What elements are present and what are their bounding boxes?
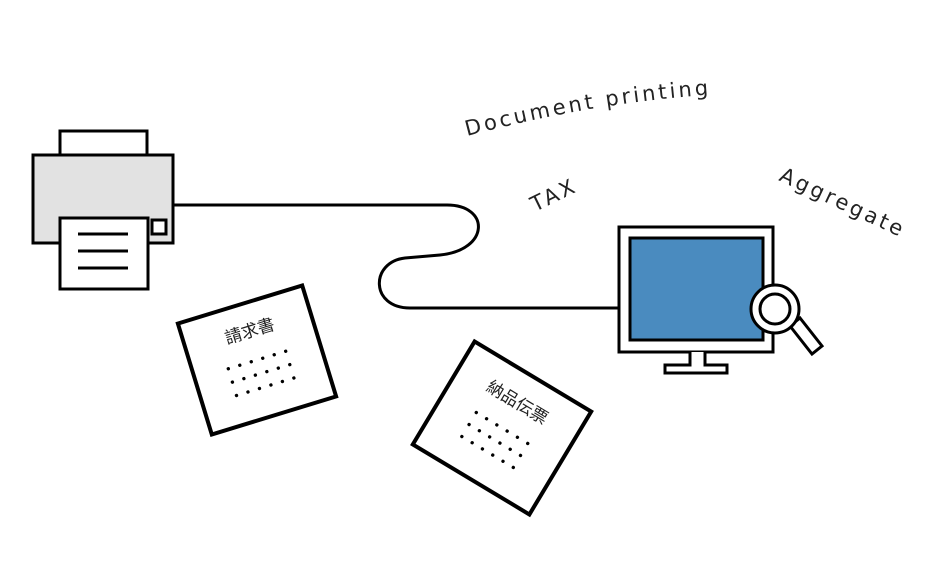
document-icon: 納品伝票 [410,338,594,518]
printer-icon [31,129,175,291]
label-tax: TAX [526,173,581,216]
cable [173,203,620,310]
monitor-icon [617,225,775,375]
label-aggregate: Aggregate [776,163,910,242]
magnifier-icon [749,283,825,357]
label-document-printing: Document printing [462,76,712,141]
document-icon: 請求書 [175,283,339,437]
